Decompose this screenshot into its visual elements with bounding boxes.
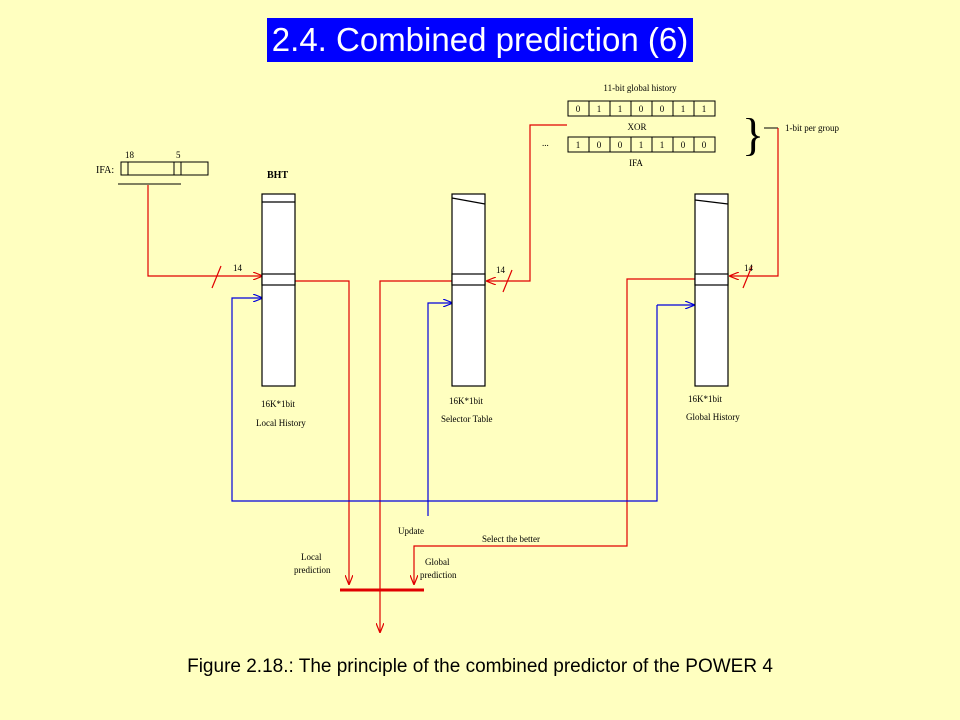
selector-table-name: Selector Table — [441, 414, 492, 424]
global-width-label: 14 — [744, 263, 754, 273]
ifa-register-label: IFA — [629, 158, 643, 168]
ifa-bit: 1 — [639, 140, 644, 150]
group-label: 1-bit per group — [785, 123, 839, 133]
ifa-prefix: ... — [542, 138, 549, 148]
bus-tick — [742, 265, 753, 289]
history-bit: 1 — [597, 104, 602, 114]
global-prediction-wire — [414, 278, 695, 584]
bus-tick — [211, 265, 222, 289]
global-history-table — [694, 193, 729, 387]
update-local-wire — [231, 298, 658, 502]
history-xor-block: 11-bit global history 0 1 1 0 0 1 1 XOR … — [542, 83, 839, 168]
select-label: Select the better — [482, 534, 540, 544]
ifa-bit: 0 — [618, 140, 623, 150]
group-brace: } — [742, 109, 764, 160]
local-width-label: 14 — [233, 263, 243, 273]
global-prediction-label: Global — [425, 557, 450, 567]
history-bit: 1 — [618, 104, 623, 114]
ifa-bit: 0 — [681, 140, 686, 150]
selector-table — [451, 193, 486, 387]
ifa-bit: 0 — [597, 140, 602, 150]
history-bit: 1 — [681, 104, 686, 114]
local-table-name: Local History — [256, 418, 306, 428]
xor-to-selector-wire — [487, 124, 567, 281]
ifa-bit-low: 5 — [176, 150, 181, 160]
xor-label: XOR — [627, 122, 646, 132]
ifa-bit-high: 18 — [125, 150, 135, 160]
ifa-bit: 0 — [702, 140, 707, 150]
global-table-name: Global History — [686, 412, 740, 422]
local-history-table — [261, 193, 296, 387]
local-prediction-wire — [295, 280, 349, 584]
ifa-box — [120, 161, 209, 176]
ifa-bit: 1 — [576, 140, 581, 150]
ifa-register: IFA: 18 5 — [96, 150, 209, 185]
selector-table-size: 16K*1bit — [449, 396, 484, 406]
local-table-size: 16K*1bit — [261, 399, 296, 409]
ifa-to-local-wire — [147, 185, 262, 276]
global-prediction-label: prediction — [420, 570, 457, 580]
ifa-label: IFA: — [96, 165, 114, 176]
global-table-size: 16K*1bit — [688, 394, 723, 404]
update-selector-wire — [427, 303, 452, 516]
selector-width-label: 14 — [496, 265, 506, 275]
bus-tick — [502, 269, 513, 293]
local-prediction-label: Local — [301, 552, 322, 562]
history-title: 11-bit global history — [603, 83, 677, 93]
page-title: 2.4. Combined prediction (6) — [267, 18, 693, 62]
local-prediction-label: prediction — [294, 565, 331, 575]
selector-output-wire — [380, 280, 452, 632]
ifa-bit: 1 — [660, 140, 665, 150]
group-to-global-wire — [730, 128, 779, 276]
update-label: Update — [398, 526, 424, 536]
bht-label: BHT — [267, 170, 288, 181]
history-bit: 0 — [576, 104, 581, 114]
figure-caption: Figure 2.18.: The principle of the combi… — [187, 656, 773, 677]
history-bit: 0 — [660, 104, 665, 114]
history-bit: 0 — [639, 104, 644, 114]
history-bit: 1 — [702, 104, 707, 114]
